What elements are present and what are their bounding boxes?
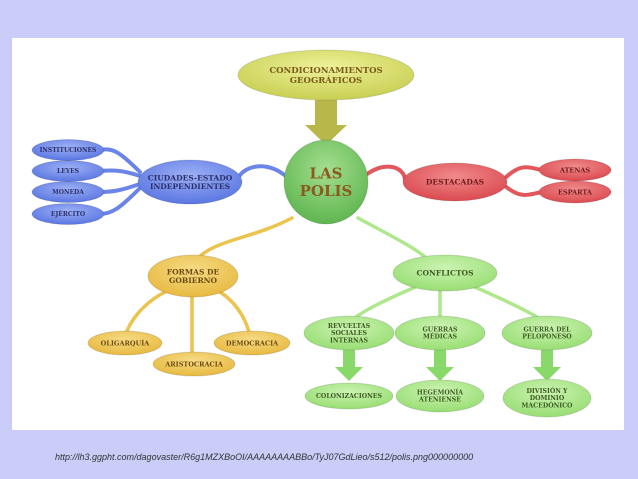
source-url: http://lh3.ggpht.com/dagovaster/R6g1MZXB… xyxy=(55,452,474,462)
node-oligarquia-label: OLIGARQUÍA xyxy=(101,338,151,347)
node-instituciones: INSTITUCIONES xyxy=(31,139,105,161)
node-guerras-medicas-label: GUERRAS xyxy=(423,327,458,334)
node-revueltas-label: REVUELTAS xyxy=(328,323,371,330)
node-guerra-peloponeso-label: PELOPONESO xyxy=(522,334,572,341)
node-atenas: ATENAS xyxy=(538,158,612,182)
node-revueltas-result-label: COLONIZACIONES xyxy=(316,393,383,400)
node-democracia-label: DEMOCRACIA xyxy=(226,339,279,347)
node-guerras-medicas-result-label: ATENIENSE xyxy=(418,397,461,404)
arrows-conflicts xyxy=(335,350,561,381)
node-destacadas-label: DESTACADAS xyxy=(426,178,484,187)
arrow-top-to-center xyxy=(305,100,347,145)
node-ejercito: EJÉRCITO xyxy=(31,203,105,225)
node-aristocracia-label: ARISTOCRACIA xyxy=(164,360,224,368)
node-formas-de-gobierno-label: GOBIERNO xyxy=(169,276,218,285)
node-ejercito-label: EJÉRCITO xyxy=(51,210,85,218)
node-leyes: LEYES xyxy=(31,160,105,182)
node-guerras-medicas-label: MÉDICAS xyxy=(423,333,458,341)
node-condicionamientos-label: GEOGRÁFICOS xyxy=(290,74,362,86)
node-formas-de-gobierno-label: FORMAS DE xyxy=(167,267,220,276)
node-conflictos-label: CONFLICTOS xyxy=(417,269,474,278)
node-ciudades-estado-label: CIUDADES-ESTADO xyxy=(148,173,233,182)
node-moneda-label: MONEDA xyxy=(52,189,84,196)
node-guerra-peloponeso-label: GUERRA DEL xyxy=(523,327,571,334)
node-guerra-peloponeso-result-label: MACEDÓNICO xyxy=(522,401,574,409)
node-aristocracia: ARISTOCRACIA xyxy=(152,351,236,377)
node-las-polis-label: LAS xyxy=(309,165,342,183)
node-condicionamientos-label: CONDICIONAMIENTOS xyxy=(269,66,382,76)
node-destacadas: DESTACADAS xyxy=(402,162,508,202)
node-guerras-medicas-result-label: HEGEMONÍA xyxy=(417,390,463,397)
node-ciudades-estado-label: INDEPENDIENTES xyxy=(150,182,230,191)
node-democracia: DEMOCRACIA xyxy=(213,330,291,356)
node-oligarquia: OLIGARQUÍA xyxy=(87,330,163,356)
node-leyes-label: LEYES xyxy=(57,168,79,175)
node-instituciones-label: INSTITUCIONES xyxy=(40,147,97,154)
node-atenas-label: ATENAS xyxy=(559,166,590,174)
node-guerra-peloponeso-result-label: DIVISIÓN Y xyxy=(527,387,569,395)
node-guerra-peloponeso-result-label: DOMINIO xyxy=(530,395,565,402)
node-revueltas-result: COLONIZACIONES xyxy=(304,382,394,410)
node-esparta-label: ESPARTA xyxy=(558,188,593,196)
node-las-polis-label: POLIS xyxy=(300,182,353,200)
node-revueltas-label: INTERNAS xyxy=(330,337,368,344)
node-conflictos: CONFLICTOS xyxy=(392,254,498,292)
node-revueltas-label: SOCIALES xyxy=(331,330,368,337)
node-esparta: ESPARTA xyxy=(538,180,612,204)
node-moneda: MONEDA xyxy=(31,181,105,203)
